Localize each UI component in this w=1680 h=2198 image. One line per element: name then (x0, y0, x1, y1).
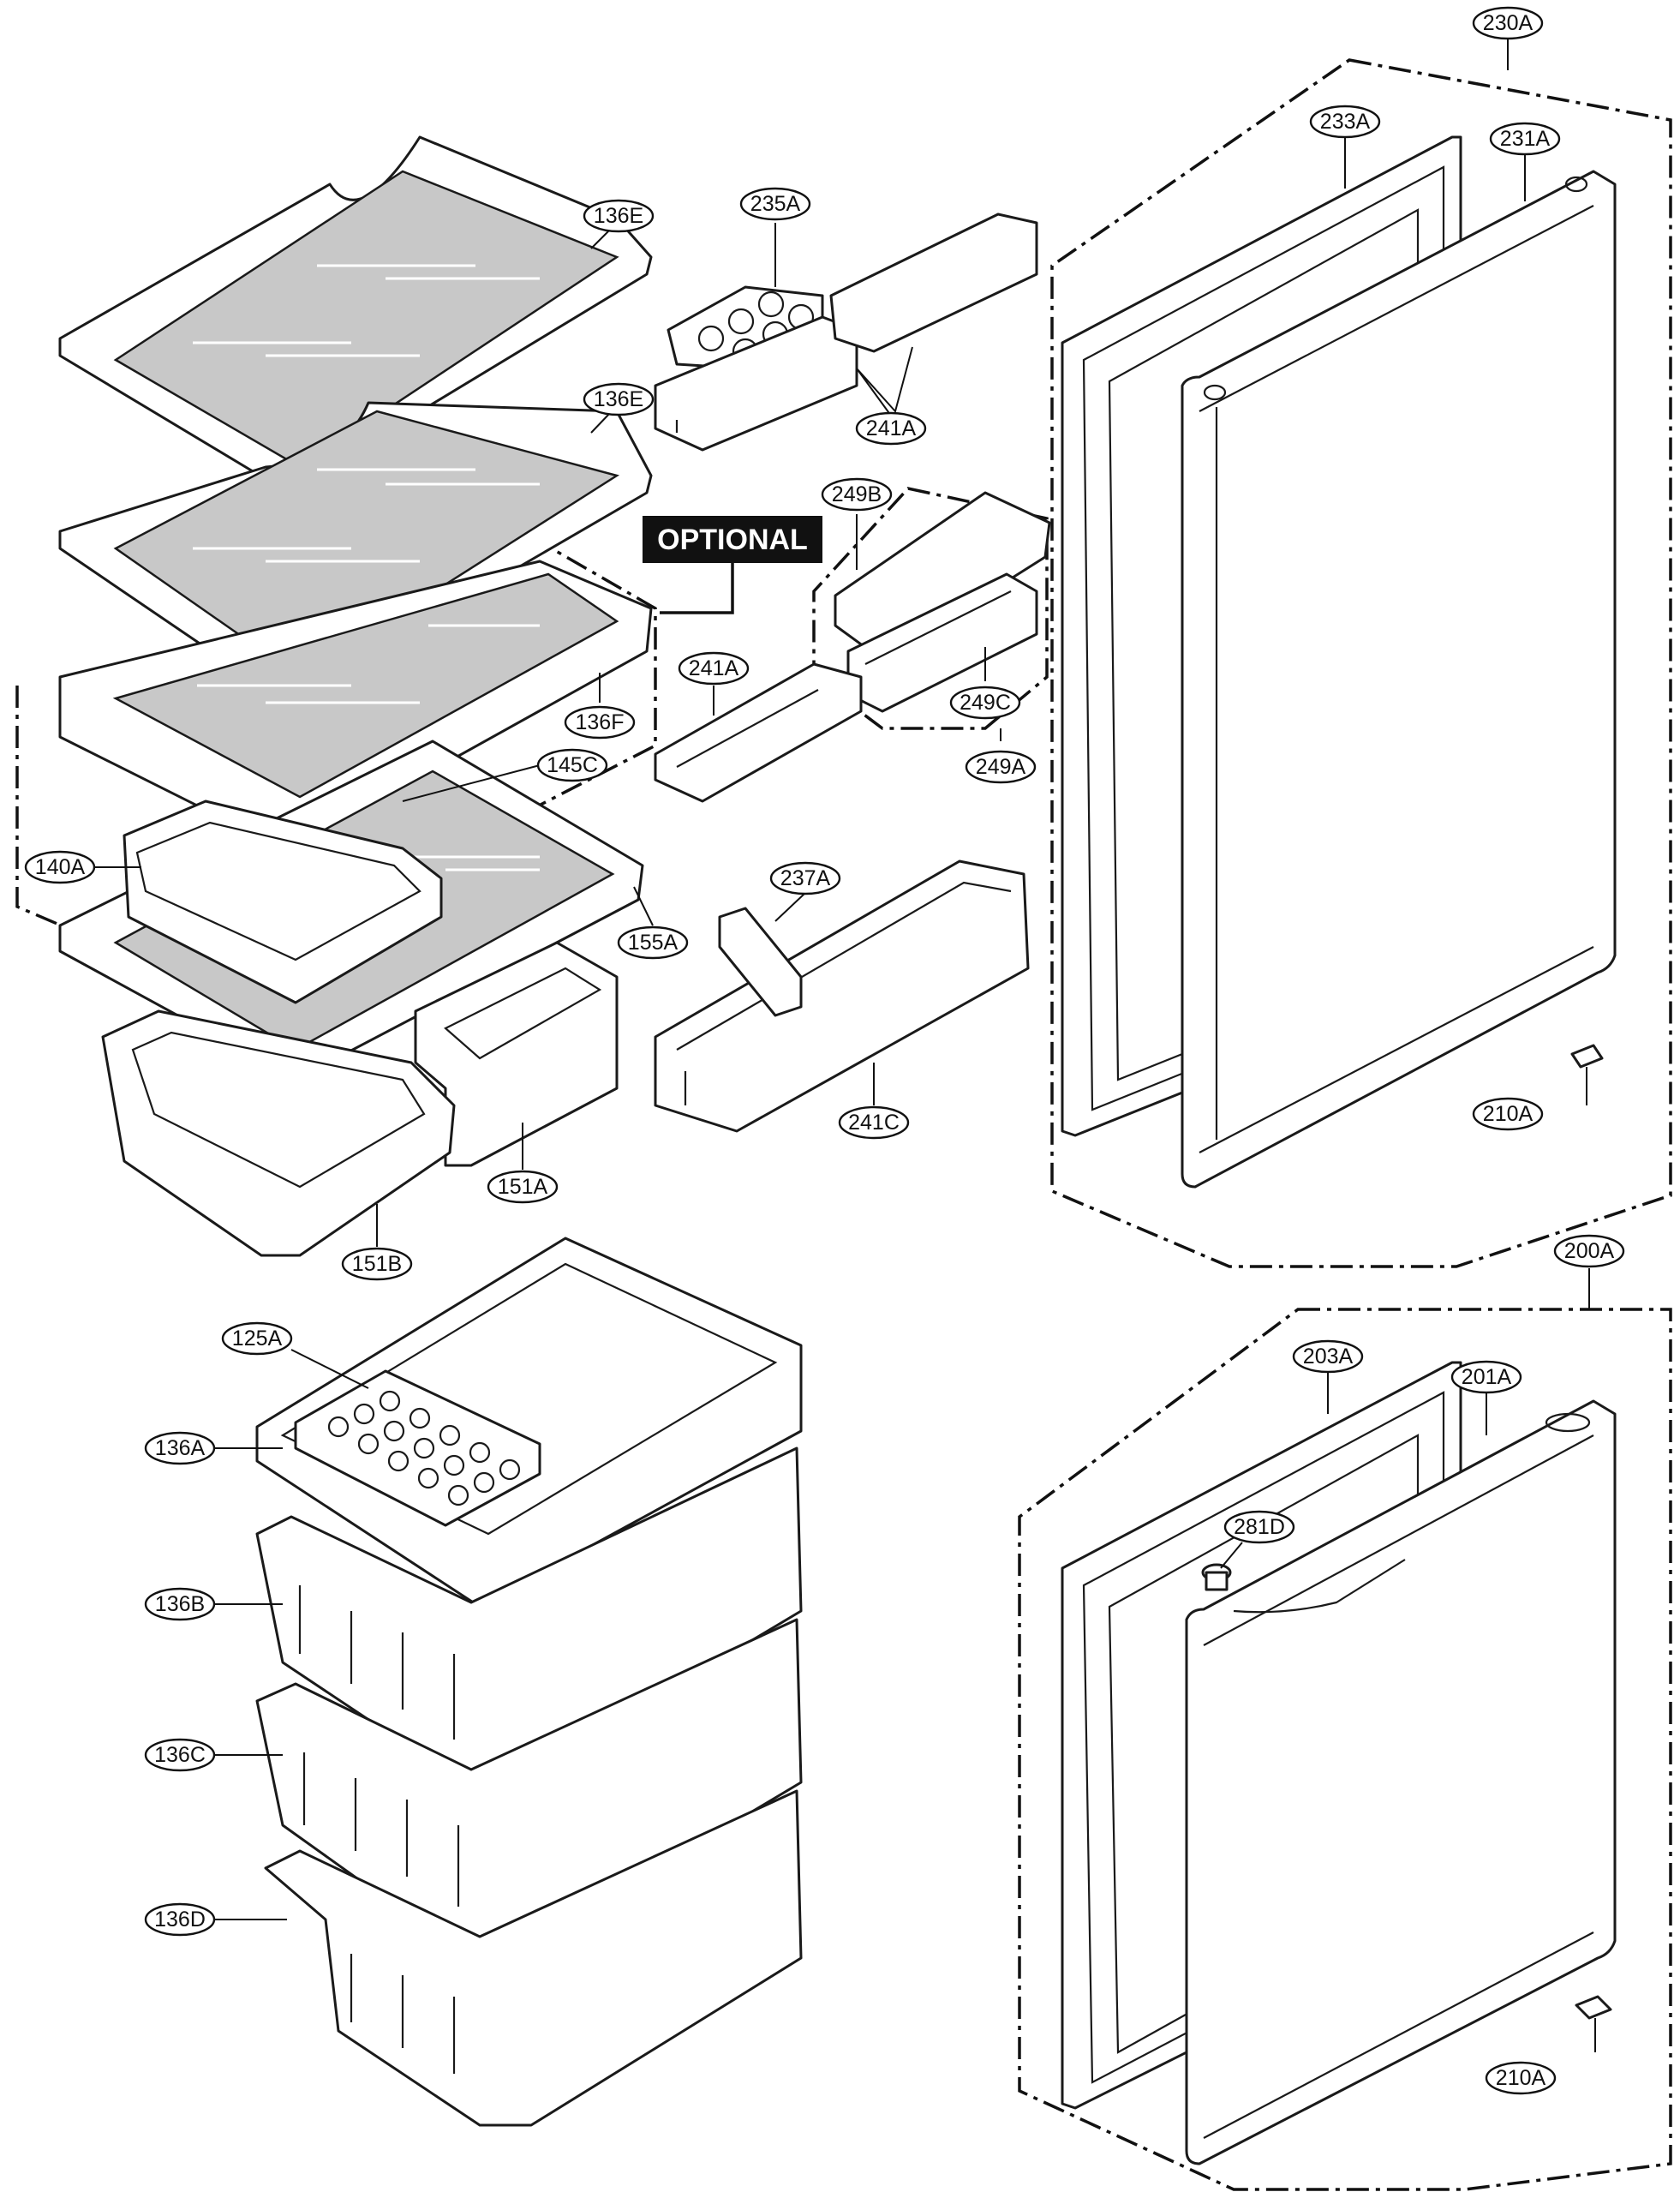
callout-151b-label: 151B (352, 1252, 402, 1276)
door-bin-241a-top-left (654, 315, 858, 452)
callout-241a-top-label: 241A (866, 416, 917, 440)
callout-235a: 235A (739, 187, 811, 221)
callout-241a-middle: 241A (678, 651, 750, 686)
callout-145c: 145C (536, 748, 608, 782)
callout-151b: 151B (341, 1247, 413, 1281)
callout-136f-label: 136F (576, 710, 625, 734)
callout-233a-label: 233A (1320, 110, 1371, 134)
callout-201a-label: 201A (1462, 1365, 1512, 1389)
callout-241a-top: 241A (855, 411, 927, 446)
lower-door-assembly-outline (1018, 1308, 1672, 2191)
optional-tag-label: OPTIONAL (657, 524, 808, 556)
callout-237a-label: 237A (780, 866, 831, 890)
callout-230a-label: 230A (1483, 11, 1534, 35)
callout-151a: 151A (487, 1170, 559, 1204)
chiller-tray-140a (123, 800, 443, 1004)
callout-136b: 136B (144, 1587, 216, 1621)
callout-241c: 241C (838, 1105, 910, 1140)
crisper-drawer-151b (101, 1009, 456, 1257)
callout-210a-bottom-label: 210A (1496, 2066, 1546, 2090)
door-bin-241c (654, 859, 1030, 1133)
callout-249b: 249B (821, 477, 893, 512)
callout-136c-label: 136C (154, 1743, 206, 1767)
hinge-210a-bottom (1575, 1995, 1612, 2052)
callout-136d-label: 136D (154, 1908, 206, 1931)
callout-201a: 201A (1450, 1360, 1522, 1394)
callout-231a-label: 231A (1500, 127, 1551, 151)
callout-237a: 237A (769, 861, 841, 895)
optional-tag: OPTIONAL (643, 516, 822, 614)
callout-136d: 136D (144, 1902, 216, 1937)
freezer-drawer-136c (255, 1618, 803, 1955)
callout-241a-middle-label: 241A (689, 656, 739, 680)
door-bin-cover-249b (834, 491, 1051, 662)
callout-203a-label: 203A (1303, 1345, 1354, 1369)
callout-136a-label: 136A (155, 1436, 206, 1460)
callout-155a: 155A (617, 925, 689, 960)
callout-136e-middle-label: 136E (594, 387, 643, 411)
callout-200a-label: 200A (1564, 1239, 1615, 1263)
callout-136e-top: 136E (583, 199, 655, 233)
callout-151a-label: 151A (498, 1175, 548, 1199)
callout-136a: 136A (144, 1431, 216, 1465)
callout-281d: 281D (1223, 1510, 1295, 1544)
callout-140a-label: 140A (35, 855, 86, 879)
crisper-drawer-151a (414, 941, 619, 1167)
callout-136e-top-label: 136E (594, 204, 643, 228)
callout-155a-label: 155A (628, 931, 679, 955)
upper-door-assembly-outline (1050, 58, 1672, 1268)
callout-281d-label: 281D (1234, 1515, 1285, 1539)
callout-200a: 200A (1553, 1234, 1625, 1268)
glass-shelf-136f (58, 560, 653, 846)
callout-231a: 231A (1489, 122, 1561, 156)
callout-125a: 125A (221, 1321, 293, 1356)
callout-203a: 203A (1292, 1339, 1364, 1374)
callout-241c-label: 241C (848, 1111, 900, 1135)
callout-136b-label: 136B (155, 1592, 205, 1616)
leader-lines (93, 39, 1590, 1920)
glass-shelf-136e-middle (58, 401, 653, 696)
callout-235a-label: 235A (750, 192, 801, 216)
freezer-drawer-136b (255, 1446, 803, 1784)
glass-shelf-136e-top (58, 135, 653, 486)
callout-230a: 230A (1472, 6, 1544, 40)
door-201a (1185, 1399, 1617, 2165)
callout-210a-top-label: 210A (1483, 1102, 1534, 1126)
callout-249c: 249C (949, 686, 1021, 720)
callout-210a-top: 210A (1472, 1097, 1544, 1131)
callout-249a: 249A (965, 750, 1037, 784)
callout-136e-middle: 136E (583, 382, 655, 416)
door-stop-281d (1201, 1563, 1232, 1591)
callout-145c-label: 145C (547, 753, 598, 777)
callout-210a-bottom: 210A (1485, 2061, 1557, 2095)
callout-125a-label: 125A (232, 1327, 283, 1351)
door-bin-241a-top-right (829, 213, 1038, 353)
callout-249a-label: 249A (976, 755, 1026, 779)
freezer-drawer-136d (264, 1789, 803, 2127)
ice-tray-125a (294, 1369, 541, 1527)
callout-136f: 136F (564, 705, 636, 740)
door-bin-241a-middle (654, 662, 863, 803)
callout-140a: 140A (24, 850, 96, 884)
callout-136c: 136C (144, 1738, 216, 1772)
door-231a (1181, 170, 1617, 1189)
callout-249c-label: 249C (960, 691, 1011, 715)
hinge-210a-top (1570, 1044, 1604, 1105)
divider-237a (718, 907, 803, 1017)
callout-233a: 233A (1309, 105, 1381, 139)
callout-249b-label: 249B (832, 482, 882, 506)
